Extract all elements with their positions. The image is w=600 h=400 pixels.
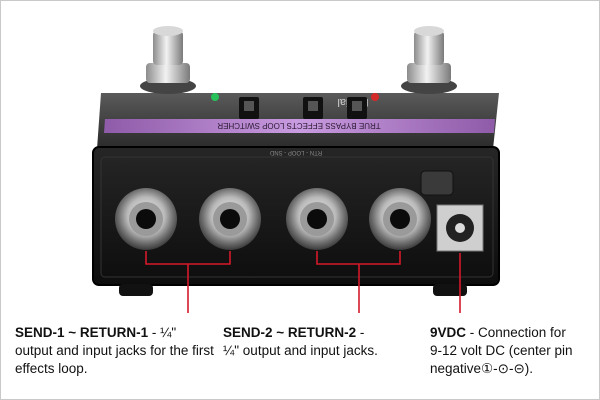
caption-9vdc: 9VDC - Connection for 9-12 volt DC (cent… (430, 324, 600, 378)
power-plug-cover (420, 170, 454, 196)
send-2-jack (286, 188, 348, 250)
left-rubber-foot (119, 284, 153, 296)
left-footswitch (153, 31, 183, 65)
caption-3-title: 9VDC (430, 325, 467, 340)
send-1-jack (115, 188, 177, 250)
green-led (211, 93, 219, 101)
right-rubber-foot (433, 284, 467, 296)
caption-1-sep: - ¼" (148, 325, 177, 340)
caption-1-title: SEND-1 ~ RETURN-1 (15, 325, 149, 340)
device-top-text: TRUE BYPASS EFFECTS LOOP SWITCHER (217, 121, 381, 130)
return-2-jack (369, 188, 431, 250)
red-led (371, 93, 379, 101)
caption-3-sep: - Connection for (466, 325, 566, 340)
svg-text:RTN - LOOP - SND: RTN - LOOP - SND (269, 149, 322, 155)
caption-2-sep: - (356, 325, 365, 340)
pedal-photo: TRUE BYPASS EFFECTS LOOP SWITCHER Radial… (92, 26, 500, 313)
caption-send-return-1: SEND-1 ~ RETURN-1 - ¼" output and input … (15, 324, 225, 378)
caption-2-title: SEND-2 ~ RETURN-2 (223, 325, 357, 340)
callout-lines (145, 251, 461, 313)
purple-label-strip (104, 119, 495, 133)
caption-2-body: ¼" output and input jacks. (223, 343, 378, 358)
return-1-jack (199, 188, 261, 250)
caption-1-body: output and input jacks for the first eff… (15, 343, 214, 376)
caption-send-return-2: SEND-2 ~ RETURN-2 - ¼" output and input … (223, 324, 413, 360)
right-footswitch (414, 31, 444, 65)
caption-3-body: 9-12 volt DC (center pin negative①-⊙-⊝). (430, 343, 573, 376)
